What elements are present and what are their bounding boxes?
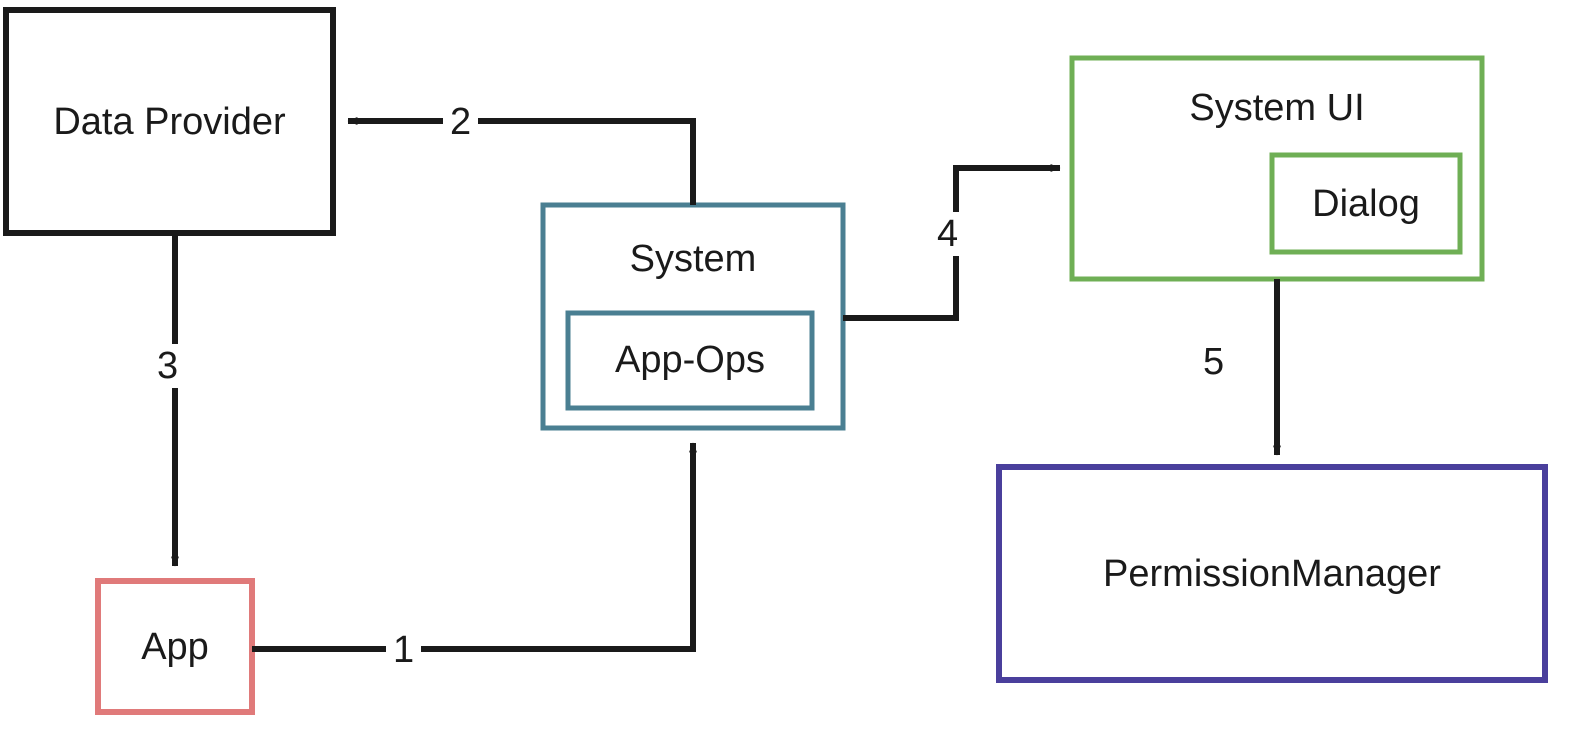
node-box-dialog[interactable] (1269, 152, 1463, 255)
node-box-data-provider[interactable] (3, 7, 336, 236)
edge-label-3: 3 (150, 344, 186, 388)
edge-label-5: 5 (1196, 340, 1232, 384)
edge-line-2 (347, 117, 696, 205)
edge-line-1 (252, 442, 697, 652)
node-box-app[interactable] (95, 578, 255, 715)
edge-label-1: 1 (386, 628, 422, 672)
node-box-app-ops[interactable] (565, 310, 815, 411)
edge-label-4: 4 (930, 212, 966, 256)
node-box-permission-manager[interactable] (996, 464, 1548, 683)
edge-label-2: 2 (443, 100, 479, 144)
